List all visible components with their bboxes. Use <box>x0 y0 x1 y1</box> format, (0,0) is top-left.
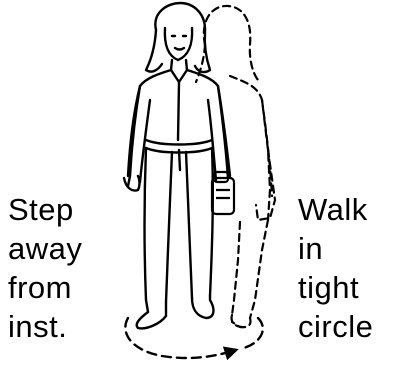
left-line-2: away <box>8 229 82 268</box>
right-line-4: circle <box>298 307 373 346</box>
instrument-icon <box>212 172 234 214</box>
left-line-3: from <box>8 268 82 307</box>
person-figure <box>124 3 230 328</box>
ghost-figure <box>196 6 275 327</box>
circle-path-arrow <box>125 318 262 358</box>
left-line-4: inst. <box>8 307 82 346</box>
left-line-1: Step <box>8 190 82 229</box>
right-line-2: in <box>298 229 373 268</box>
right-line-3: tight <box>298 268 373 307</box>
right-line-1: Walk <box>298 190 373 229</box>
right-instruction: Walk in tight circle <box>298 190 373 346</box>
left-instruction: Step away from inst. <box>8 190 82 346</box>
